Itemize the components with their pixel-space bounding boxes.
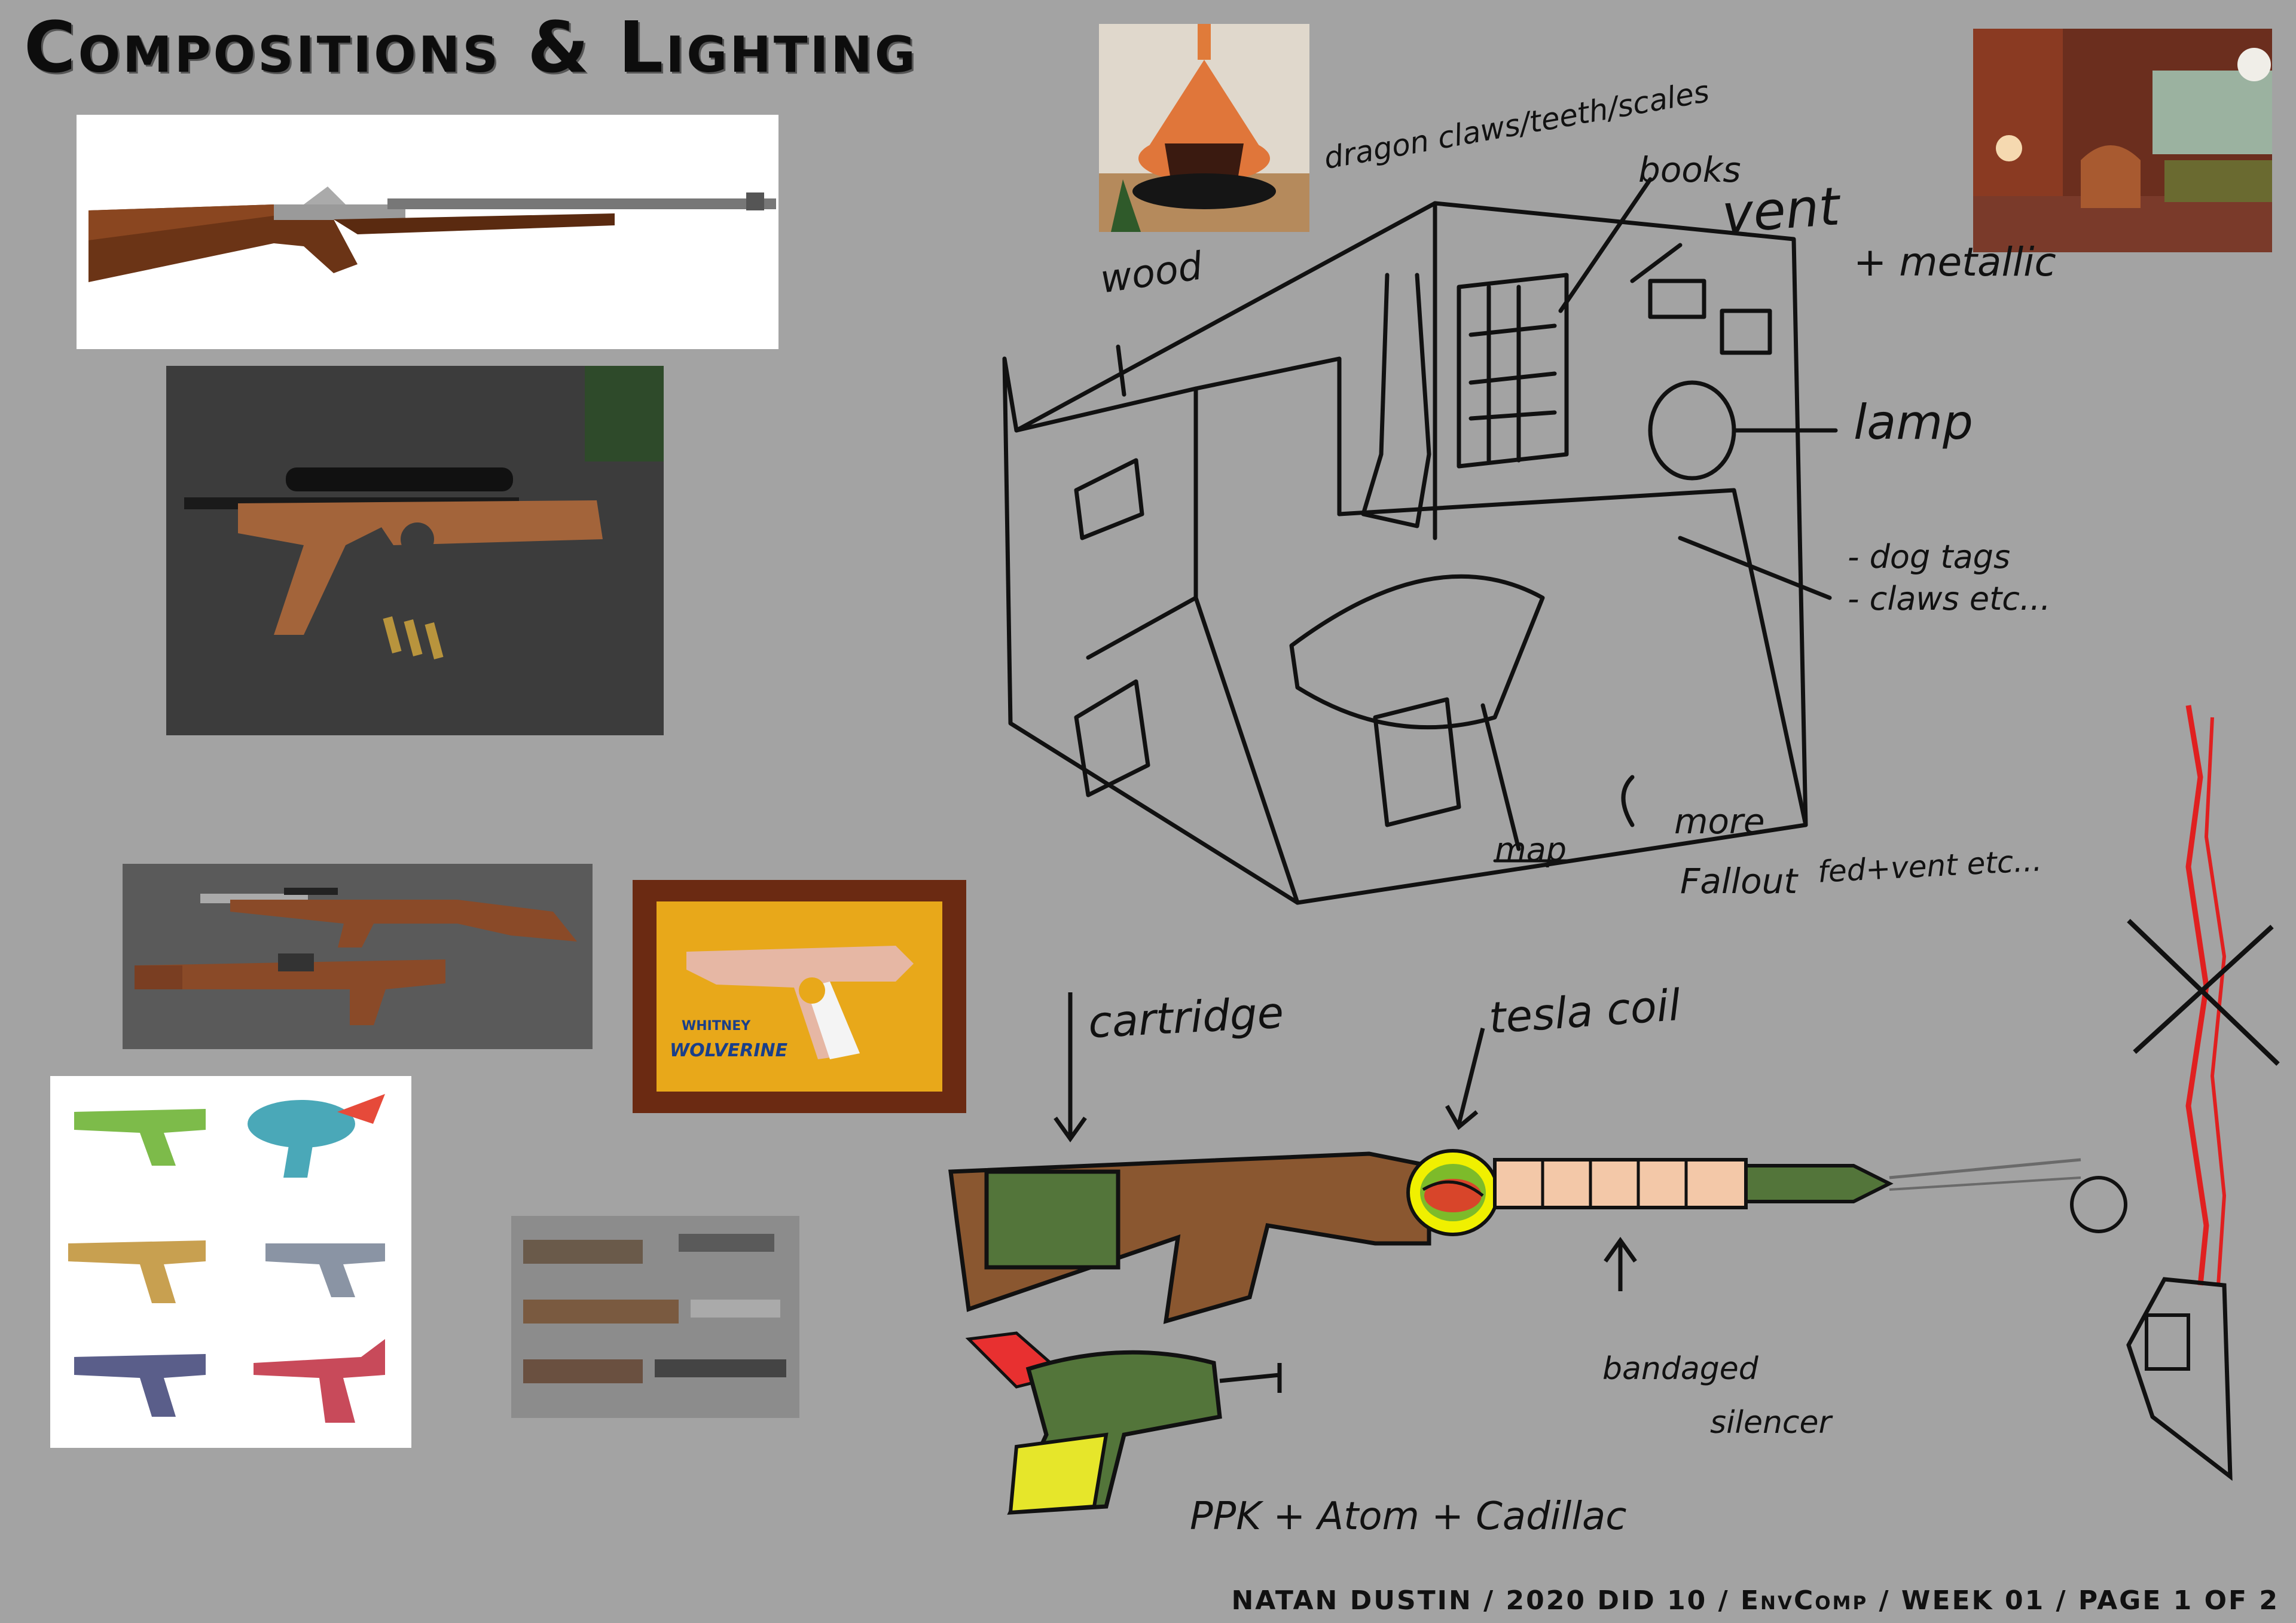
reference-photo-retro-living-room bbox=[1973, 29, 2272, 252]
whitney-model-label: WOLVERINE bbox=[670, 1040, 788, 1061]
page-title: Compositions & Lighting bbox=[24, 6, 918, 88]
note-fallout: Fallout bbox=[1680, 861, 1798, 901]
ray-gun-sketch bbox=[965, 1331, 1282, 1515]
note-vent: vent bbox=[1720, 175, 1842, 245]
reference-photo-whitney-wolverine: WHITNEY WOLVERINE bbox=[633, 880, 966, 1113]
reference-photo-orange-fireplace bbox=[1099, 24, 1309, 232]
note-cartridge: cartridge bbox=[1087, 987, 1285, 1048]
reference-photo-ray-guns bbox=[50, 1076, 411, 1448]
reference-photo-fallout-guns bbox=[511, 1216, 799, 1418]
note-map: map bbox=[1495, 831, 1567, 869]
note-books: books bbox=[1638, 149, 1741, 190]
note-ppk: PPK + Atom + Cadillac bbox=[1190, 1494, 1627, 1539]
note-metallic: + metallic bbox=[1854, 239, 2056, 285]
reference-photo-wooden-rifles bbox=[123, 864, 593, 1049]
note-bandaged: bandaged bbox=[1602, 1351, 1758, 1387]
note-more: more bbox=[1674, 801, 1765, 842]
sword-sketch bbox=[2126, 705, 2280, 1481]
reference-photo-hunting-rifle bbox=[77, 115, 778, 349]
note-lamp: lamp bbox=[1854, 395, 1973, 450]
tesla-rifle-sketch bbox=[948, 992, 2127, 1324]
note-silencer: silencer bbox=[1710, 1405, 1831, 1441]
whitney-brand-label: WHITNEY bbox=[682, 1019, 751, 1034]
room-sketch-outline bbox=[1002, 201, 1808, 905]
reference-photo-thumbhole-rifle bbox=[166, 366, 664, 735]
page-footer-credit: NATAN DUSTIN / 2020 DID 10 / EnvComp / W… bbox=[1231, 1585, 2279, 1616]
note-dog-tags: - dog tags bbox=[1848, 538, 2011, 576]
note-claws: - claws etc... bbox=[1848, 580, 2051, 618]
